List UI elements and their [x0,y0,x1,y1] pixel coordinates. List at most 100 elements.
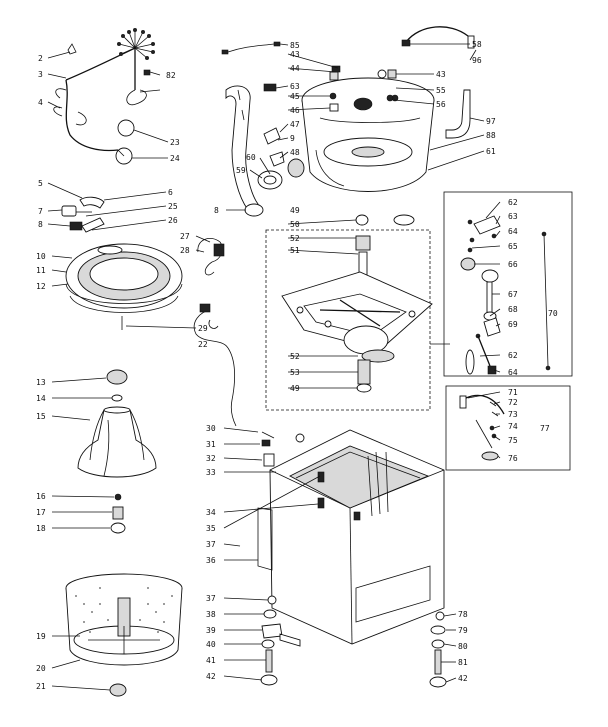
label-23: 23 [170,138,180,147]
agitator-hardware [110,493,126,534]
label-25: 25 [168,202,178,211]
label-72: 72 [508,398,518,407]
agitator [77,369,157,478]
label-11: 11 [36,266,46,275]
label-40: 40 [206,640,216,649]
label-67: 67 [508,290,518,299]
power-cord [193,303,237,427]
label-8b: 8 [214,206,219,215]
label-52b: 52 [290,352,300,361]
label-70: 70 [548,309,558,318]
label-63b: 63 [508,212,518,221]
cabinet [257,429,445,645]
label-22: 22 [198,340,208,349]
cabinet-hardware [261,431,305,467]
label-56: 56 [436,100,446,109]
label-18: 18 [36,524,46,533]
label-66: 66 [508,260,518,269]
label-79: 79 [458,626,468,635]
label-15: 15 [36,412,46,421]
label-13: 13 [36,378,46,387]
label-43b: 43 [436,70,446,79]
label-7: 7 [38,207,43,216]
label-75: 75 [508,436,518,445]
label-26: 26 [168,216,178,225]
part-number-labels: 2 3 4 82 23 24 5 7 8 6 25 26 10 11 12 27… [36,40,558,691]
lid-switch-box [445,385,571,471]
label-78: 78 [458,610,468,619]
tub-seals [257,158,305,190]
label-61: 61 [486,147,496,156]
label-34: 34 [206,508,216,517]
label-88: 88 [486,131,496,140]
label-35: 35 [206,524,216,533]
clip-part [67,43,77,55]
label-50: 50 [290,220,300,229]
label-51: 51 [290,246,300,255]
label-10: 10 [36,252,46,261]
label-38: 38 [206,610,216,619]
label-49: 49 [290,206,300,215]
label-17: 17 [36,508,46,517]
label-16: 16 [36,492,46,501]
wash-basket [65,573,183,697]
label-36: 36 [206,556,216,565]
label-24: 24 [170,154,180,163]
outer-tub [301,69,435,192]
label-80: 80 [458,642,468,651]
transmission-assembly [265,214,450,411]
label-68: 68 [508,305,518,314]
label-64: 64 [508,227,518,236]
wire-clip [197,238,225,276]
label-20: 20 [36,664,46,673]
label-62: 62 [508,198,518,207]
label-63: 63 [290,82,300,91]
label-42b: 42 [458,674,468,683]
label-4: 4 [38,98,43,107]
label-39: 39 [206,626,216,635]
label-58: 58 [472,40,482,49]
label-31: 31 [206,440,216,449]
tub-hose [225,85,285,217]
label-37b: 37 [206,594,216,603]
label-19: 19 [36,632,46,641]
label-85: 85 [290,41,300,50]
jumper-wire [227,43,275,53]
leveling-legs [260,595,301,686]
label-64b: 64 [508,368,518,377]
label-37: 37 [206,540,216,549]
label-27: 27 [180,232,190,241]
label-33: 33 [206,468,216,477]
label-96: 96 [472,56,482,65]
label-81: 81 [458,658,468,667]
label-21: 21 [36,682,46,691]
label-14: 14 [36,394,46,403]
label-59: 59 [236,166,246,175]
label-82: 82 [166,71,176,80]
label-69: 69 [508,320,518,329]
label-44: 44 [290,64,300,73]
label-77: 77 [540,424,550,433]
label-41: 41 [206,656,216,665]
label-9: 9 [290,134,295,143]
label-97: 97 [486,117,496,126]
label-55: 55 [436,86,446,95]
label-2: 2 [38,54,43,63]
label-46: 46 [290,106,300,115]
pump-bowl [65,243,183,330]
label-71: 71 [508,388,518,397]
label-29: 29 [198,324,208,333]
label-6: 6 [168,188,173,197]
label-74: 74 [508,422,518,431]
label-30: 30 [206,424,216,433]
drain-hose [401,26,475,139]
label-12: 12 [36,282,46,291]
label-32: 32 [206,454,216,463]
label-8: 8 [38,220,43,229]
label-3: 3 [38,70,43,79]
label-62b: 62 [508,351,518,360]
label-48: 48 [290,148,300,157]
label-49b: 49 [290,384,300,393]
label-73: 73 [508,410,518,419]
